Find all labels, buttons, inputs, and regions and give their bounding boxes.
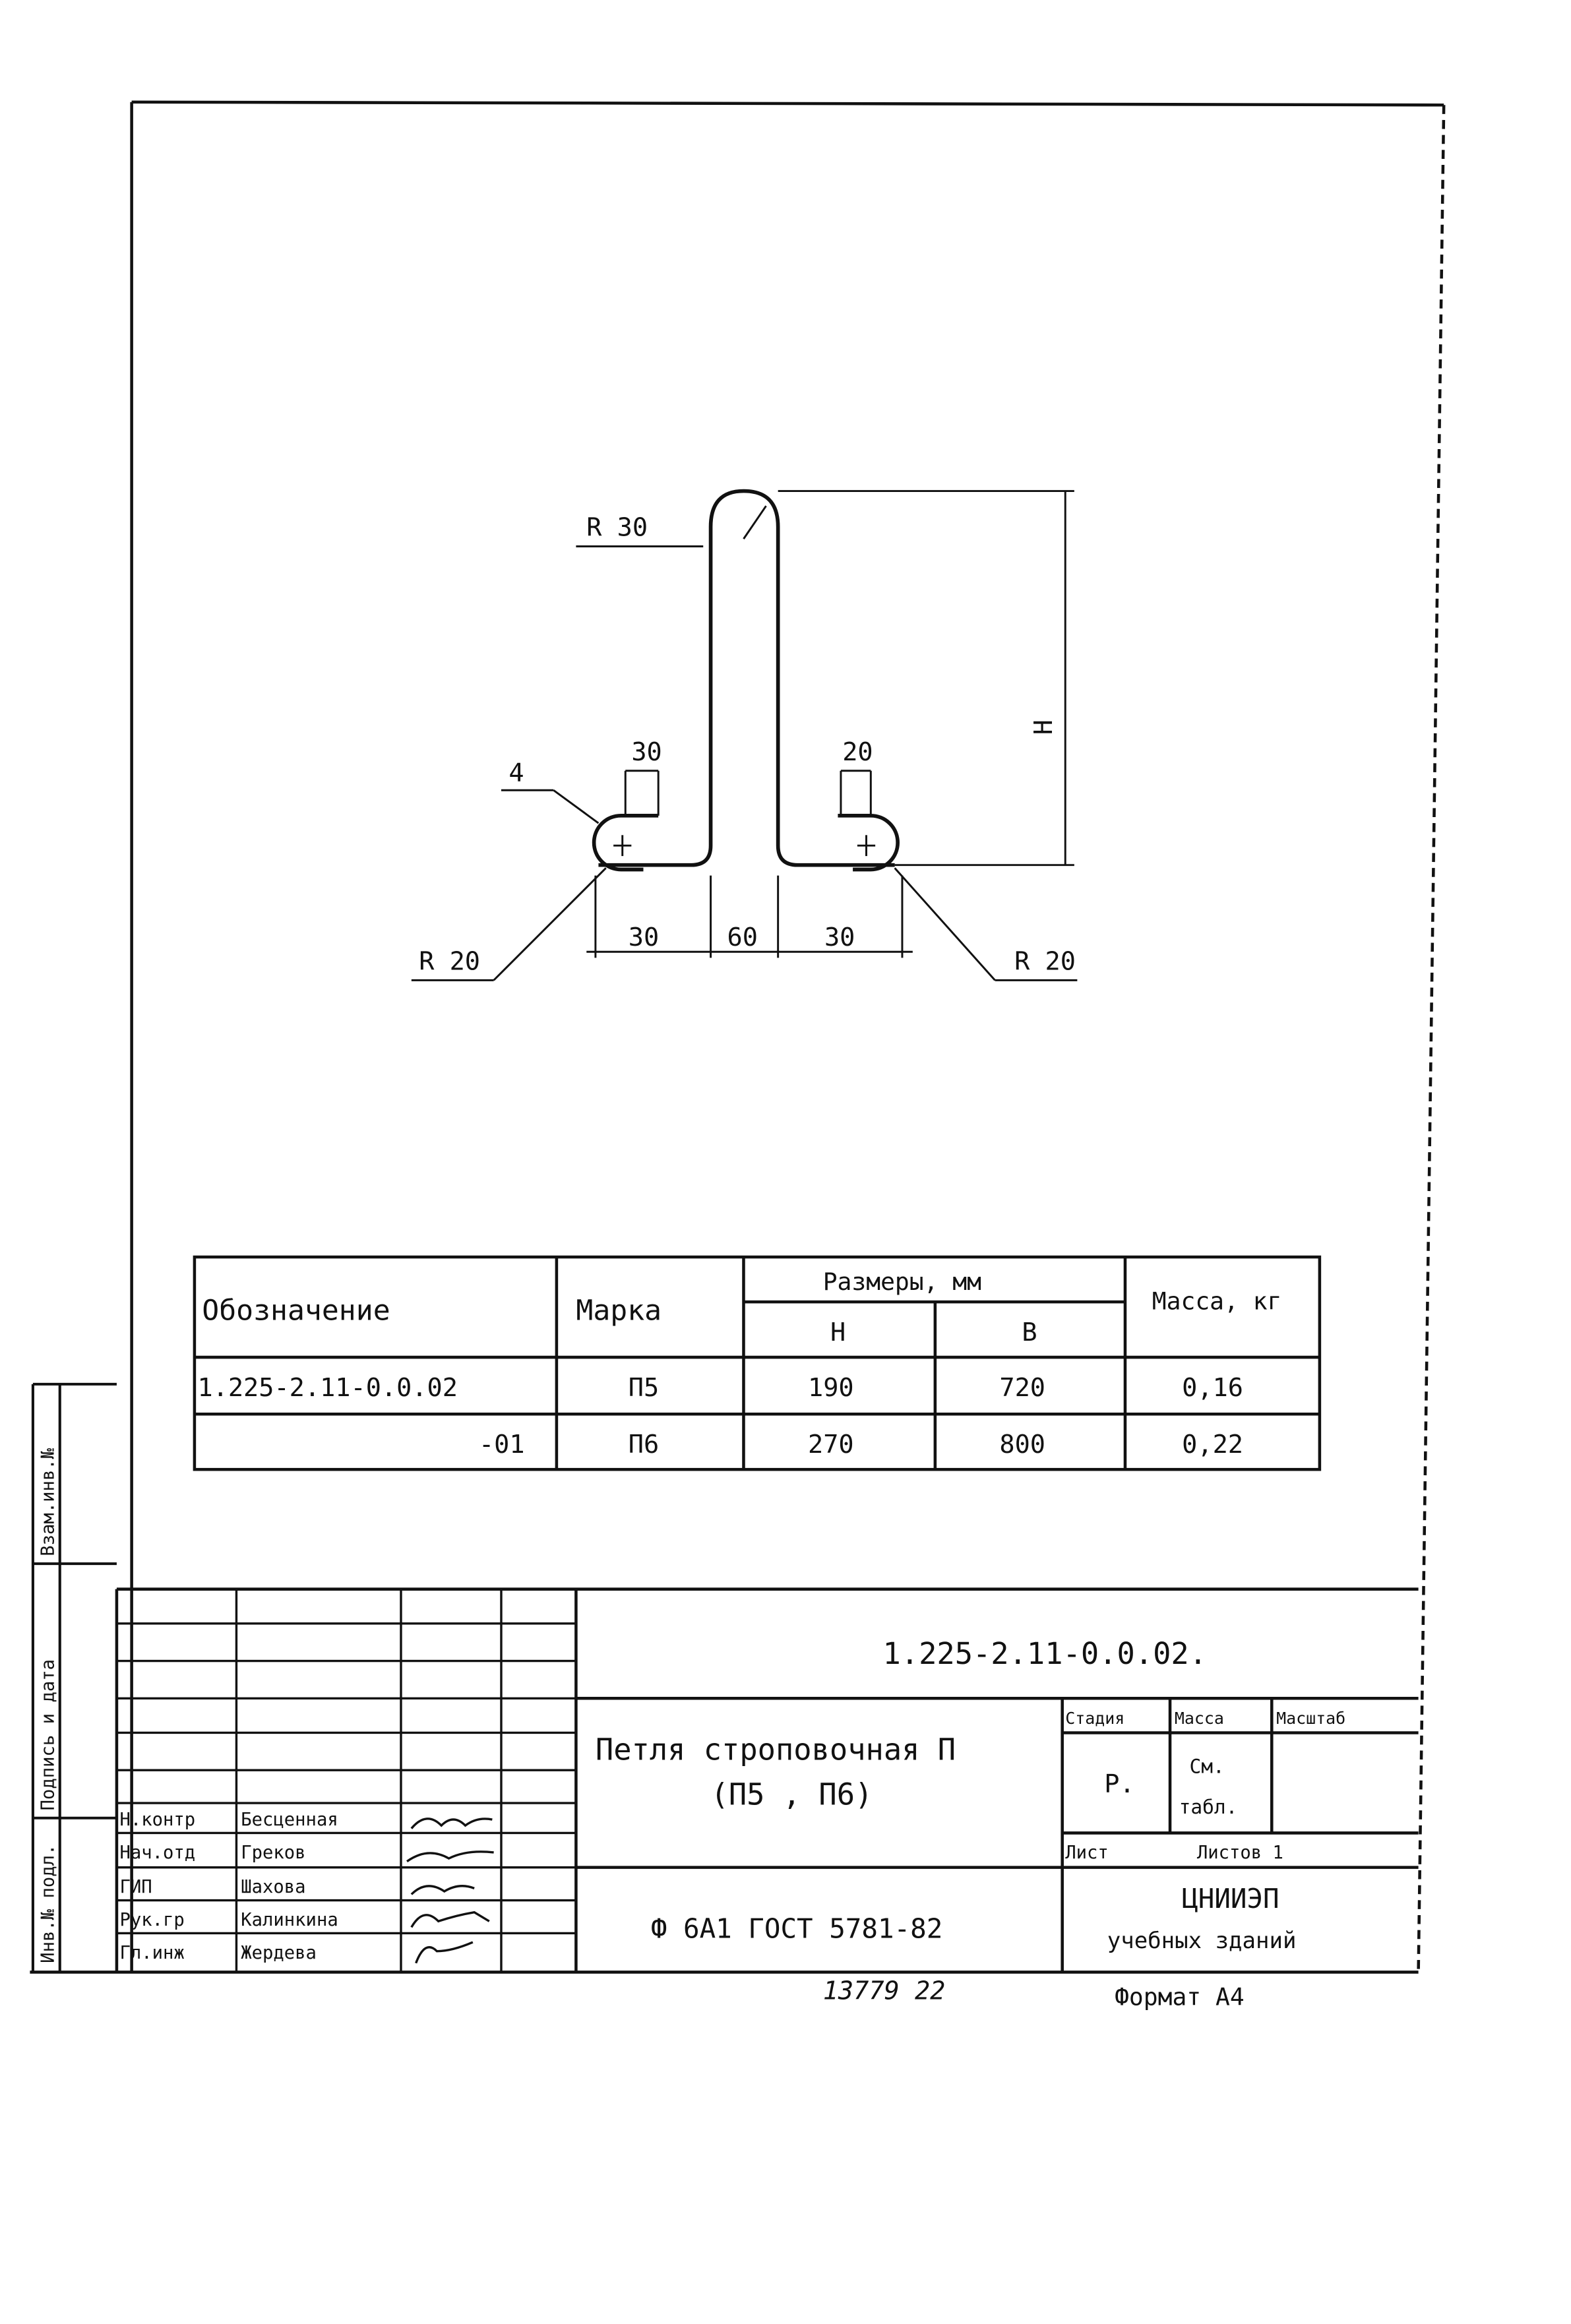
document-title-line2: (П5 , П6) [711, 1777, 873, 1812]
signer-role: Н.контр [119, 1810, 195, 1830]
dim-height-label: H [1029, 719, 1059, 735]
signature-date-label: Подпись и дата [38, 1659, 59, 1810]
loop-right-eye [838, 813, 900, 872]
mass-header: Масса [1175, 1709, 1224, 1728]
table-row: -01 П6 270 800 0,22 [479, 1430, 1243, 1459]
cell-designation: 1.225-2.11-0.0.02 [197, 1373, 458, 1403]
organization-name: ЦНИИЭП [1182, 1883, 1279, 1914]
material-spec: Ф 6А1 ГОСТ 5781-82 [651, 1912, 942, 1944]
radius-right-label: R 20 [1014, 946, 1076, 976]
cell-mass: 0,16 [1182, 1373, 1243, 1403]
dim-loop-right: 20 [842, 737, 873, 767]
signer-name: Греков [241, 1843, 305, 1863]
signer-role: Гл.инж [119, 1943, 184, 1963]
document-title-line1: Петля строповочная П [596, 1732, 956, 1767]
radius-left-label: R 20 [419, 946, 480, 976]
signer-name: Калинкина [241, 1910, 338, 1930]
table-row: 1.225-2.11-0.0.02 П5 190 720 0,16 [197, 1373, 1243, 1403]
dim-bottom-left: 30 [629, 923, 659, 952]
stage-value: Р. [1104, 1769, 1134, 1799]
title-block: Н.контр Бесценная Нач.отд Греков ГИП Шах… [115, 1587, 1419, 2011]
cell-mark: П6 [629, 1430, 659, 1459]
signer-list: Н.контр Бесценная Нач.отд Греков ГИП Шах… [119, 1810, 494, 1964]
cell-h: 190 [808, 1373, 854, 1403]
scale-header: Масштаб [1276, 1709, 1345, 1728]
signer-role: Нач.отд [119, 1843, 195, 1863]
spec-table: Обозначение Марка Размеры, мм H B Масса,… [193, 1255, 1322, 1471]
header-sizes: Размеры, мм [823, 1268, 981, 1296]
cell-mark: П5 [629, 1373, 659, 1403]
signer-name: Бесценная [241, 1810, 338, 1830]
dim-bottom-right: 30 [824, 923, 855, 952]
cell-b: 800 [999, 1430, 1045, 1459]
original-inventory-label: Инв.№ подл. [38, 1845, 59, 1963]
sheets-count: Листов 1 [1197, 1843, 1283, 1863]
cell-b: 720 [999, 1373, 1045, 1403]
header-designation: Обозначение [202, 1294, 390, 1327]
signer-name: Шахова [241, 1877, 305, 1897]
sheet-label: Лист [1065, 1843, 1109, 1863]
mass-value-line1: См. [1190, 1756, 1225, 1778]
position-mark-label: 4 [508, 758, 524, 788]
side-stamp: Взам.инв.№ Подпись и дата Инв.№ подл. [31, 1382, 117, 1972]
signer-role: Рук.гр [119, 1910, 184, 1930]
cell-designation: -01 [479, 1430, 525, 1459]
dim-bottom-mid: 60 [727, 923, 758, 952]
signature-scribbles [406, 1818, 494, 1964]
loop-left-eye [592, 813, 659, 872]
mass-value-line2: табл. [1179, 1796, 1238, 1818]
header-h: H [830, 1318, 846, 1347]
cell-mass: 0,22 [1182, 1430, 1243, 1459]
document-code: 1.225-2.11-0.0.02. [882, 1636, 1207, 1671]
sheet-frame [30, 100, 1446, 1974]
radius-top-label: R 30 [586, 513, 648, 543]
organization-subtitle: учебных зданий [1107, 1928, 1297, 1954]
dim-loop-left: 30 [631, 737, 662, 767]
signer-name: Жердева [241, 1943, 317, 1963]
stage-header: Стадия [1065, 1709, 1124, 1728]
loop-outline [598, 489, 895, 867]
header-b: B [1022, 1318, 1037, 1347]
header-mark: Марка [576, 1294, 662, 1327]
signer-role: ГИП [119, 1877, 152, 1897]
replace-inventory-label: Взам.инв.№ [38, 1448, 59, 1556]
cell-h: 270 [808, 1430, 854, 1459]
sheet-format: Формат А4 [1115, 1982, 1245, 2011]
lifting-loop-drawing: R 30 4 30 20 H R 20 R 20 30 60 30 [411, 489, 1078, 981]
footer-number: 13779 22 [823, 1976, 946, 2005]
header-mass: Масса, кг [1152, 1287, 1282, 1315]
